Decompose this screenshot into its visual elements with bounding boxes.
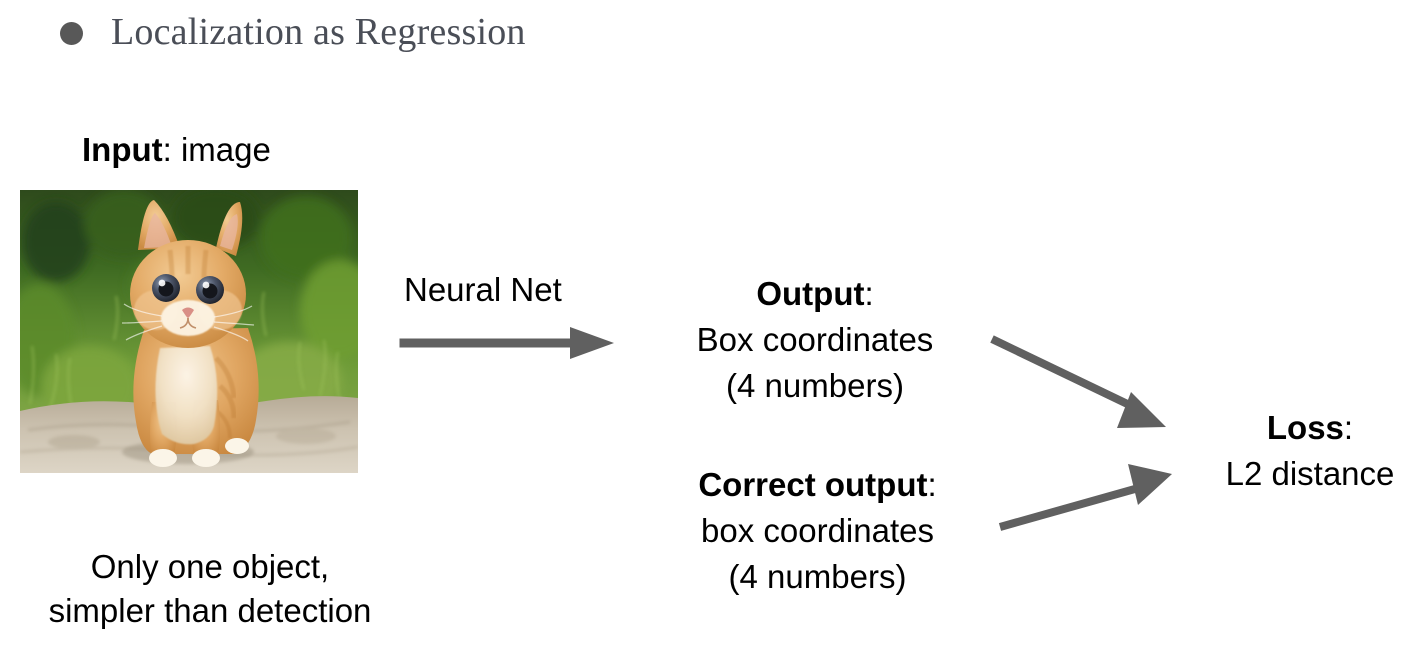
correct-heading: Correct output: <box>655 462 980 508</box>
input-label-rest: : image <box>162 131 271 168</box>
slide-title-row: Localization as Regression <box>60 10 526 54</box>
output-block: Output: Box coordinates (4 numbers) <box>660 271 970 409</box>
correct-line-2: (4 numbers) <box>728 558 907 595</box>
bullet-dot-icon <box>60 21 83 45</box>
input-caption: Only one object, simpler than detection <box>10 545 410 633</box>
caption-line-1: Only one object, <box>90 548 330 585</box>
input-label: Input: image <box>82 131 271 169</box>
loss-block: Loss: L2 distance <box>1190 405 1423 497</box>
output-heading-colon: : <box>864 275 874 312</box>
correct-line-1: box coordinates <box>701 512 934 549</box>
loss-heading: Loss: <box>1190 405 1423 451</box>
output-line-1: Box coordinates <box>696 321 934 358</box>
correct-output-block: Correct output: box coordinates (4 numbe… <box>655 462 980 600</box>
input-image-kitten <box>20 190 358 473</box>
correct-heading-bold: Correct output <box>698 466 928 503</box>
output-heading-bold: Output <box>756 275 865 312</box>
loss-line-1: L2 distance <box>1225 455 1395 492</box>
loss-heading-bold: Loss <box>1266 409 1344 446</box>
caption-line-2: simpler than detection <box>48 592 372 629</box>
arrow-diagonal-up-right-icon <box>998 464 1172 531</box>
output-line-2: (4 numbers) <box>726 367 904 404</box>
input-label-bold: Input <box>82 131 163 168</box>
correct-heading-colon: : <box>927 466 937 503</box>
loss-heading-colon: : <box>1343 409 1354 446</box>
kitten-photo-graphic <box>20 190 358 473</box>
arrow-diagonal-down-right-icon <box>990 335 1166 428</box>
arrow-right-icon <box>399 327 614 359</box>
page-title: Localization as Regression <box>111 11 526 53</box>
neural-net-label: Neural Net <box>404 271 562 308</box>
output-heading: Output: <box>660 271 970 317</box>
